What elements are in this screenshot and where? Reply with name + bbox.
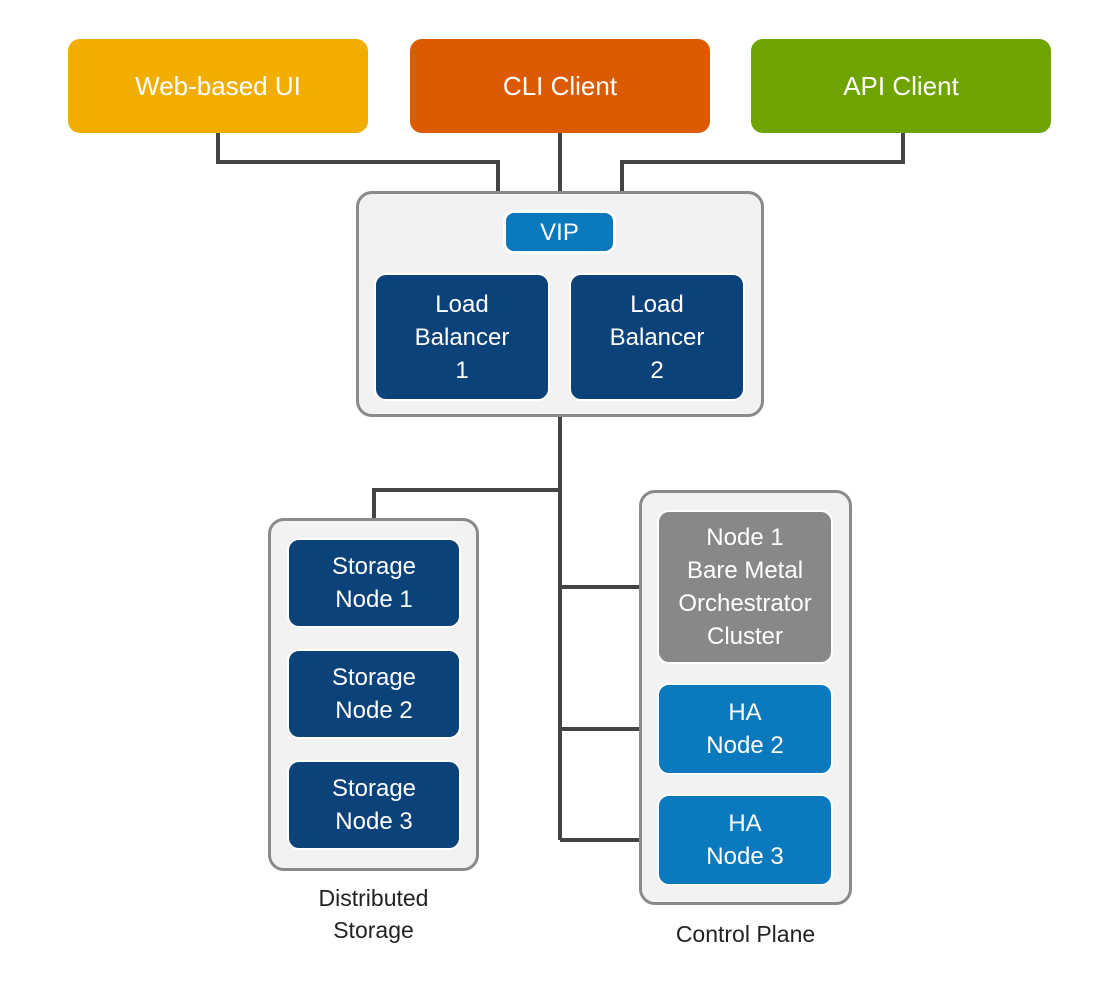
storage-node-1: Storage Node 1 bbox=[287, 538, 461, 628]
distributed-storage-caption-line: Storage bbox=[333, 917, 414, 943]
vip-label: VIP bbox=[540, 218, 579, 246]
connector-web-ui bbox=[216, 133, 500, 192]
storage-node-3-line: Node 3 bbox=[335, 808, 413, 835]
load-balancer-2-line: Balancer bbox=[609, 323, 705, 351]
primary-node-line: Bare Metal bbox=[686, 557, 804, 584]
api-label: API Client bbox=[843, 70, 959, 101]
load-balancer-2: Load Balancer 2 bbox=[569, 273, 745, 401]
load-balancer-1-line: Balancer bbox=[414, 323, 510, 351]
load-balancer-1-line: Load bbox=[435, 290, 489, 318]
cli-label: CLI Client bbox=[502, 70, 618, 101]
primary-orchestrator-node: Node 1 Bare Metal Orchestrator Cluster bbox=[657, 510, 833, 664]
storage-node-1-line: Node 1 bbox=[335, 586, 413, 613]
api-client: API Client bbox=[751, 39, 1051, 133]
distributed-storage-caption: Distributed Storage bbox=[258, 882, 489, 946]
storage-node-2-line: Node 2 bbox=[335, 697, 413, 724]
connector-api bbox=[620, 133, 905, 192]
ha-node-3: HA Node 3 bbox=[657, 794, 833, 886]
primary-node-line: Orchestrator bbox=[678, 590, 812, 617]
web-ui-client: Web-based UI bbox=[68, 39, 368, 133]
primary-node-line: Node 1 bbox=[706, 524, 784, 551]
storage-node-2-line: Storage bbox=[331, 664, 417, 691]
web-ui-label: Web-based UI bbox=[135, 70, 301, 101]
ha-node-2-line: Node 2 bbox=[706, 732, 784, 759]
storage-node-3-line: Storage bbox=[331, 775, 417, 802]
primary-node-line: Cluster bbox=[706, 623, 784, 650]
ha-node-2-line: HA bbox=[728, 699, 762, 726]
control-plane-caption-line: Control Plane bbox=[675, 921, 816, 947]
vip-badge: VIP bbox=[503, 210, 616, 254]
cli-client: CLI Client bbox=[410, 39, 710, 133]
storage-node-1-line: Storage bbox=[331, 553, 417, 580]
load-balancer-2-line: Load bbox=[630, 290, 684, 318]
connector-storage bbox=[372, 488, 560, 520]
ha-node-2: HA Node 2 bbox=[657, 683, 833, 775]
load-balancer-2-line: 2 bbox=[650, 356, 664, 384]
control-plane-caption: Control Plane bbox=[629, 918, 862, 950]
ha-node-3-line: HA bbox=[728, 810, 762, 837]
load-balancer-1: Load Balancer 1 bbox=[374, 273, 550, 401]
load-balancer-1-line: 1 bbox=[455, 356, 469, 384]
storage-node-2: Storage Node 2 bbox=[287, 649, 461, 739]
storage-node-3: Storage Node 3 bbox=[287, 760, 461, 850]
distributed-storage-caption-line: Distributed bbox=[318, 885, 429, 911]
ha-node-3-line: Node 3 bbox=[706, 843, 784, 870]
